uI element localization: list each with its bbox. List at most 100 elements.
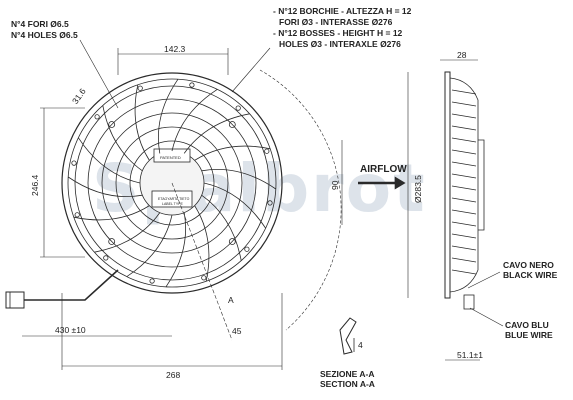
leader-blue-wire xyxy=(469,307,504,327)
guard-spoke xyxy=(201,194,242,261)
hub-label-mid: ETAGYARTA TIETO xyxy=(158,197,190,201)
dim-cable-length: 430 ±10 xyxy=(55,325,86,335)
mounting-boss xyxy=(244,246,250,252)
power-cable xyxy=(22,269,119,301)
blue-wire-label-en: BLUE WIRE xyxy=(505,330,553,340)
mounting-boss xyxy=(189,82,195,88)
dim-angle: 45 xyxy=(232,326,242,336)
mounting-boss xyxy=(149,278,155,284)
guard-ring-1 xyxy=(74,85,270,281)
side-guard-line xyxy=(451,137,477,143)
side-guard-line xyxy=(451,197,477,203)
dim-diameter: Ø283.5 xyxy=(413,175,423,203)
outer-ring xyxy=(61,72,283,294)
side-guard-line xyxy=(451,245,477,251)
bosses-label-en-1: - N°12 BOSSES - HEIGHT H = 12 xyxy=(273,28,403,38)
side-guard-line xyxy=(451,149,477,155)
mounting-boss xyxy=(74,212,80,218)
guard-spoke xyxy=(94,212,161,253)
guard-ring-3 xyxy=(101,112,243,254)
mounting-boss xyxy=(71,160,77,166)
side-guard-line xyxy=(451,269,477,275)
guard-spoke xyxy=(102,105,143,172)
guard-spoke xyxy=(194,205,210,282)
mounting-hole xyxy=(108,121,116,128)
side-guard-line xyxy=(451,125,477,131)
side-guard-line xyxy=(451,101,477,107)
mounting-hole xyxy=(108,238,116,245)
guard-spoke xyxy=(157,78,179,154)
mounting-boss xyxy=(201,275,207,281)
guard-spoke xyxy=(67,176,143,198)
guard-spoke xyxy=(201,168,277,190)
dim-depth-bottom: 51.1±1 xyxy=(457,350,483,360)
leader-holes xyxy=(79,39,119,109)
outer-ring-inner xyxy=(67,78,277,288)
black-wire-label-it: CAVO NERO xyxy=(503,260,554,270)
dim-depth-top: 28 xyxy=(457,50,467,60)
hub-label-top: PATENTED xyxy=(160,155,181,160)
mounting-hole xyxy=(228,121,236,128)
dimension-lines xyxy=(22,39,504,370)
leader-black-wire xyxy=(467,271,501,289)
leader-bosses xyxy=(231,47,271,93)
guard-spoke xyxy=(171,89,218,152)
side-guard-line xyxy=(451,173,477,179)
section-profile xyxy=(339,317,357,355)
airflow-label: AIRFLOW xyxy=(360,164,407,175)
side-guard-line xyxy=(451,209,477,215)
guard-spoke xyxy=(183,113,250,154)
hub-label-bot: LABEL TYPE xyxy=(162,202,183,206)
black-wire-label-en: BLACK WIRE xyxy=(503,270,558,280)
mounting-boss xyxy=(94,114,100,120)
side-guard-line xyxy=(451,233,477,239)
hub-label-bottom-frame xyxy=(151,190,193,208)
bosses-label-it-2: FORI Ø3 - INTERASSE Ø276 xyxy=(279,17,393,27)
section-mark-a: A xyxy=(228,295,234,305)
side-profile xyxy=(449,77,479,293)
guard-spoke xyxy=(126,214,173,277)
side-guard-line xyxy=(451,113,477,119)
arc-centerline xyxy=(259,69,342,331)
section-label-it: SEZIONE A-A xyxy=(320,369,375,379)
cable-connector xyxy=(5,291,25,309)
section-label-en: SECTION A-A xyxy=(320,379,375,389)
blue-wire-label-it: CAVO BLU xyxy=(505,320,549,330)
mounting-boss xyxy=(137,85,143,91)
side-guard-line xyxy=(451,89,477,95)
guard-spoke xyxy=(165,212,187,288)
section-a-a-detail xyxy=(339,317,357,355)
guard-ring-5 xyxy=(129,140,215,226)
holes-label-en: N°4 HOLES Ø6.5 xyxy=(11,30,78,40)
side-guard-line xyxy=(451,257,477,263)
guard-spoke xyxy=(78,137,141,184)
side-frame xyxy=(444,71,451,299)
side-guard-line xyxy=(451,161,477,167)
angle-line xyxy=(171,182,233,341)
mounting-boss xyxy=(103,255,109,261)
bosses-label-it-1: - N°12 BORCHIE - ALTEZZA H = 12 xyxy=(273,6,412,16)
guard-spoke xyxy=(73,205,150,221)
dim-width-bottom: 268 xyxy=(166,370,181,380)
side-cable-gland xyxy=(463,294,475,310)
dim-height-inner: 90 xyxy=(330,180,340,190)
guard-spoke xyxy=(194,145,271,161)
airflow-arrow-head xyxy=(394,176,406,190)
guard-spoke xyxy=(134,84,150,161)
side-guard-line xyxy=(451,185,477,191)
hub-label-top-frame xyxy=(153,148,191,163)
dim-height-left: 246.4 xyxy=(30,174,40,196)
mounting-hole xyxy=(228,238,236,245)
holes-label-it: N°4 FORI Ø6.5 xyxy=(11,19,69,29)
bosses-label-en-2: HOLES Ø3 - INTERAXLE Ø276 xyxy=(279,39,401,49)
mounting-boss xyxy=(264,148,270,154)
guard-ring-4 xyxy=(115,126,229,240)
side-guard-line xyxy=(451,221,477,227)
mounting-boss xyxy=(235,105,241,111)
guard-spoke xyxy=(203,182,266,229)
mounting-boss xyxy=(267,200,273,206)
guard-ring-2 xyxy=(87,98,257,268)
fan-side-view xyxy=(444,71,485,310)
section-depth-value: 4 xyxy=(358,340,363,350)
